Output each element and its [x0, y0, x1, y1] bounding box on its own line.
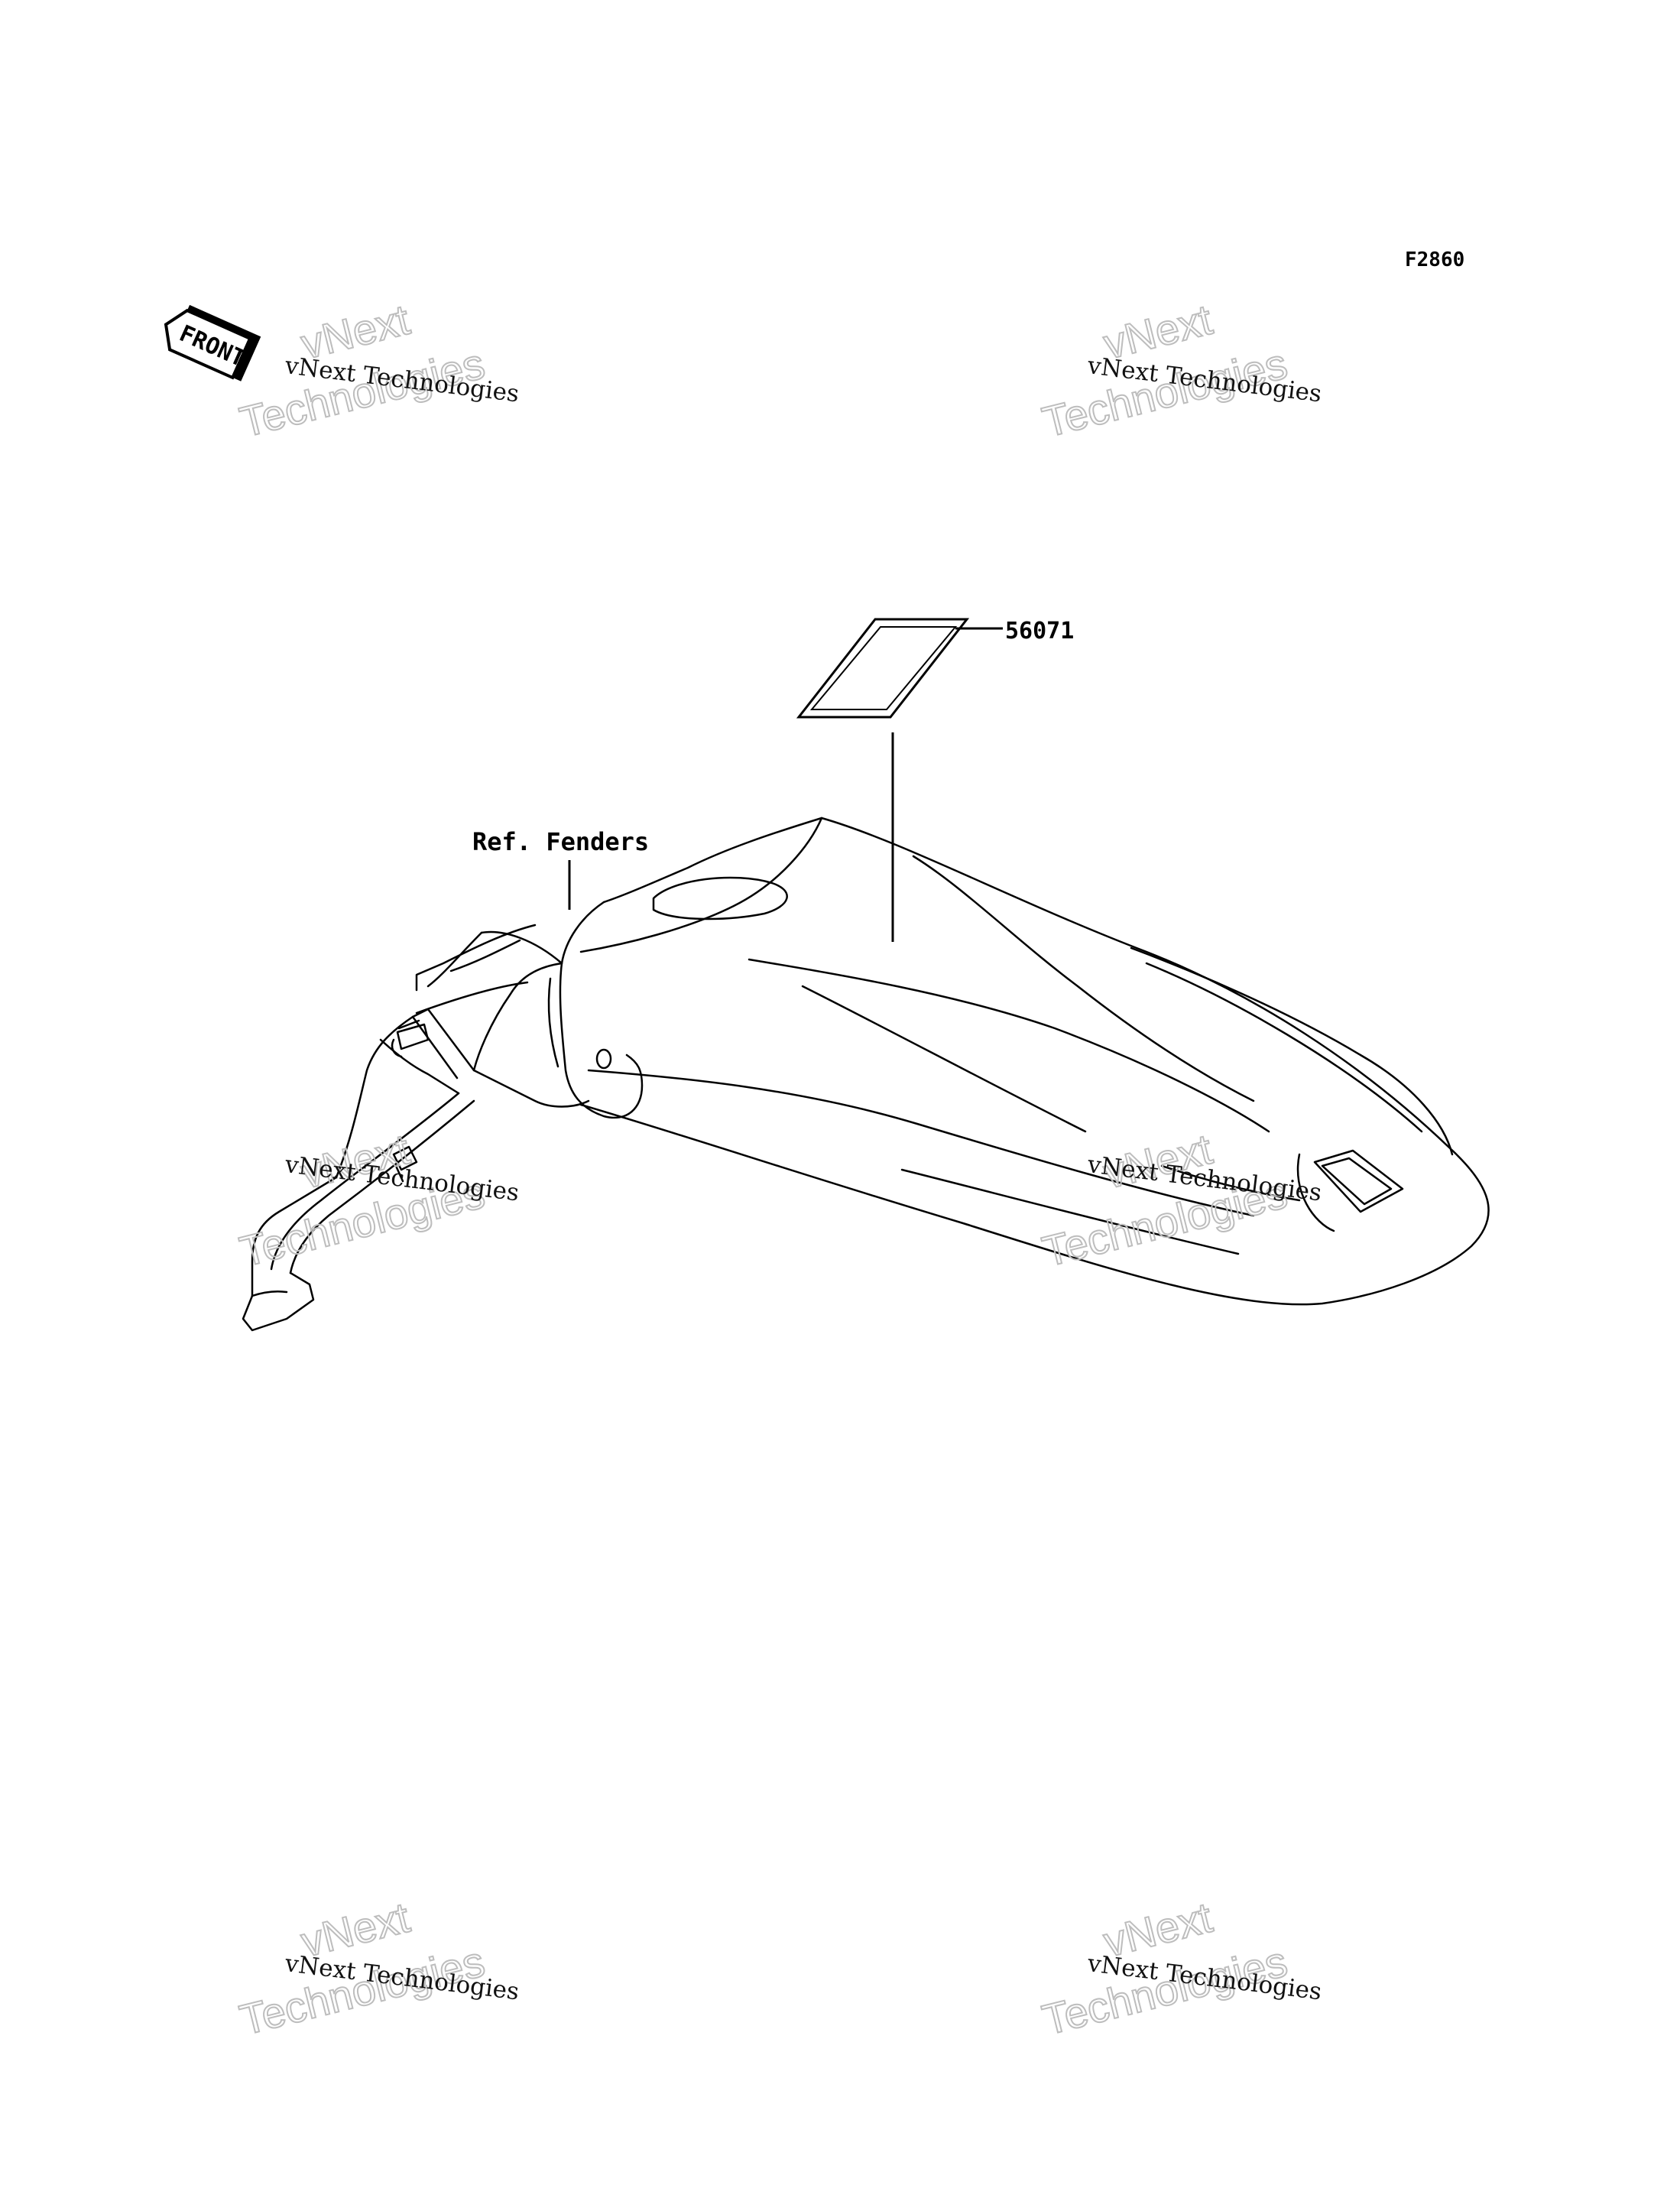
watermark-mid-right: vNext Technologies vNext Technologies [1037, 1124, 1323, 1277]
watermark-mid-left: vNext Technologies vNext Technologies [235, 1124, 521, 1277]
watermark-bottom-right: vNext Technologies vNext Technologies [1037, 1892, 1323, 2045]
decal-part [796, 618, 970, 719]
watermark-bottom-left: vNext Technologies vNext Technologies [235, 1892, 521, 2045]
rear-fender-drawing [242, 817, 1490, 1332]
figure-code: F2860 [1405, 248, 1464, 271]
part-number-label: 56071 [1005, 618, 1074, 644]
reference-label: Ref. Fenders [472, 827, 649, 856]
watermark-top-left: vNext Technologies vNext Technologies [235, 294, 521, 447]
front-arrow-icon: FRONT [164, 304, 261, 381]
watermark-top-right: vNext Technologies vNext Technologies [1037, 294, 1323, 447]
